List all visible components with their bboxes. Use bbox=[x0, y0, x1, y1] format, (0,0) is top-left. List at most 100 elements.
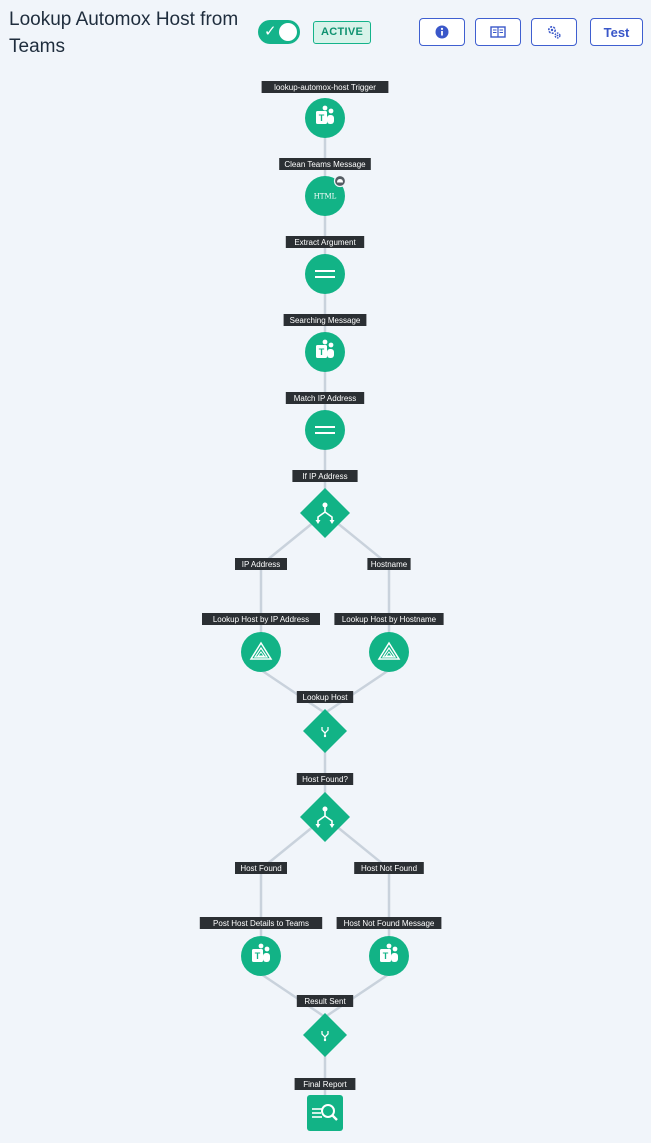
node-label-if_ip-text: If IP Address bbox=[302, 472, 347, 481]
node-label-lookup_host-text: Lookup Host by Hostname bbox=[342, 615, 437, 624]
active-toggle[interactable]: ✓ bbox=[258, 20, 300, 44]
edge-label-if_ip-lookup_ip-bg bbox=[235, 558, 287, 570]
node-label-lookup_host: Lookup Host by Hostname bbox=[334, 613, 444, 625]
node-label-lookup_ip-text: Lookup Host by IP Address bbox=[213, 615, 309, 624]
edge-label-if_ip-lookup_host: Hostname bbox=[367, 558, 411, 570]
node-merge2[interactable] bbox=[303, 1013, 347, 1057]
node-label-final-bg bbox=[294, 1078, 356, 1090]
node-diamond[interactable] bbox=[300, 792, 350, 842]
teams-icon bbox=[380, 949, 391, 962]
node-label-found: Host Found? bbox=[296, 773, 354, 785]
node-label-clean: Clean Teams Message bbox=[279, 158, 371, 170]
edge-label-found-notfound-text: Host Not Found bbox=[361, 864, 417, 873]
node-if_ip[interactable] bbox=[300, 488, 350, 538]
status-badge: ACTIVE bbox=[313, 21, 372, 44]
node-label-post-bg bbox=[199, 917, 323, 929]
edge-if_ip-lookup_host bbox=[324, 512, 391, 652]
node-found[interactable] bbox=[300, 792, 350, 842]
edge-label-if_ip-lookup_ip: IP Address bbox=[235, 558, 287, 570]
branch-icon bbox=[315, 806, 335, 828]
edge-label-found-notfound: Host Not Found bbox=[354, 862, 424, 874]
node-label-match: Match IP Address bbox=[285, 392, 365, 404]
node-circle[interactable] bbox=[305, 254, 345, 294]
node-label-searching-text: Searching Message bbox=[290, 316, 361, 325]
toggle-knob bbox=[279, 23, 297, 41]
node-label-found-text: Host Found? bbox=[302, 775, 348, 784]
svg-text:T: T bbox=[255, 951, 261, 961]
html-icon: HTML bbox=[314, 193, 337, 201]
node-label-notfound-text: Host Not Found Message bbox=[344, 919, 435, 928]
node-label-trigger: lookup-automox-host Trigger bbox=[261, 81, 389, 93]
test-button[interactable]: Test bbox=[590, 18, 643, 46]
merge-icon bbox=[321, 1031, 329, 1042]
node-circle[interactable] bbox=[305, 410, 345, 450]
edge-label-found-post-text: Host Found bbox=[240, 864, 281, 873]
node-label-merge2-text: Result Sent bbox=[304, 997, 346, 1006]
node-label-searching: Searching Message bbox=[283, 314, 367, 326]
settings-button[interactable] bbox=[531, 18, 577, 46]
branch-icon bbox=[315, 502, 335, 524]
info-button[interactable] bbox=[419, 18, 465, 46]
node-label-clean-bg bbox=[279, 158, 371, 170]
header: Lookup Automox Host from Teams ✓ ACTIVE … bbox=[0, 0, 651, 70]
node-label-trigger-bg bbox=[261, 81, 389, 93]
node-label-found-bg bbox=[296, 773, 354, 785]
svg-text:T: T bbox=[319, 113, 325, 123]
node-lookup_ip[interactable] bbox=[241, 632, 281, 672]
info-icon bbox=[435, 25, 449, 39]
node-notfound[interactable]: T bbox=[369, 936, 409, 976]
automox-icon bbox=[249, 641, 273, 660]
node-trigger[interactable]: T bbox=[305, 98, 345, 138]
node-label-clean-text: Clean Teams Message bbox=[284, 160, 366, 169]
node-label-searching-bg bbox=[283, 314, 367, 326]
teams-icon bbox=[316, 345, 327, 358]
check-icon: ✓ bbox=[264, 23, 277, 40]
node-searching[interactable]: T bbox=[305, 332, 345, 372]
node-label-lookup_host-bg bbox=[334, 613, 444, 625]
automox-icon bbox=[377, 641, 401, 660]
docs-button[interactable] bbox=[475, 18, 521, 46]
node-merge1[interactable] bbox=[303, 709, 347, 753]
node-match[interactable] bbox=[305, 410, 345, 450]
edge-if_ip-lookup_ip bbox=[259, 512, 326, 652]
svg-text:T: T bbox=[319, 347, 325, 357]
node-label-match-bg bbox=[285, 392, 365, 404]
edge-found-post bbox=[259, 816, 326, 956]
node-label-merge1-bg bbox=[296, 691, 354, 703]
node-diamond[interactable] bbox=[303, 1013, 347, 1057]
node-label-notfound-bg bbox=[336, 917, 442, 929]
node-label-if_ip: If IP Address bbox=[292, 470, 358, 482]
edge-label-if_ip-lookup_host-bg bbox=[367, 558, 411, 570]
node-label-merge1: Lookup Host bbox=[296, 691, 354, 703]
book-icon bbox=[490, 26, 506, 38]
node-final[interactable] bbox=[307, 1095, 343, 1131]
node-label-merge2-bg bbox=[296, 995, 354, 1007]
node-clean[interactable]: HTML bbox=[305, 174, 347, 217]
node-label-extract: Extract Argument bbox=[285, 236, 365, 248]
edge-label-found-notfound-bg bbox=[354, 862, 424, 874]
node-square[interactable] bbox=[307, 1095, 343, 1131]
node-diamond[interactable] bbox=[300, 488, 350, 538]
node-label-post: Post Host Details to Teams bbox=[199, 917, 323, 929]
node-extract[interactable] bbox=[305, 254, 345, 294]
gears-icon bbox=[547, 25, 561, 39]
node-label-match-text: Match IP Address bbox=[294, 394, 357, 403]
node-post[interactable]: T bbox=[241, 936, 281, 976]
node-diamond[interactable] bbox=[303, 709, 347, 753]
node-label-trigger-text: lookup-automox-host Trigger bbox=[274, 83, 376, 92]
node-label-merge2: Result Sent bbox=[296, 995, 354, 1007]
edge-label-if_ip-lookup_ip-text: IP Address bbox=[242, 560, 281, 569]
node-label-notfound: Host Not Found Message bbox=[336, 917, 442, 929]
node-circle[interactable] bbox=[305, 176, 345, 216]
nodes-layer: T HTML T T T bbox=[241, 98, 409, 1131]
edge-label-found-post: Host Found bbox=[235, 862, 287, 874]
node-label-post-text: Post Host Details to Teams bbox=[213, 919, 309, 928]
teams-icon bbox=[316, 111, 327, 124]
teams-icon bbox=[252, 949, 263, 962]
node-label-final: Final Report bbox=[294, 1078, 356, 1090]
node-label-lookup_ip: Lookup Host by IP Address bbox=[202, 613, 320, 625]
edge-label-if_ip-lookup_host-text: Hostname bbox=[371, 560, 408, 569]
node-lookup_host[interactable] bbox=[369, 632, 409, 672]
